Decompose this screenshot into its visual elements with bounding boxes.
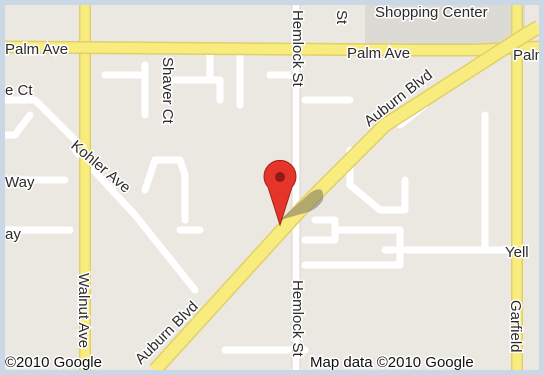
street-label-palm-ave-right: Palm bbox=[513, 47, 539, 64]
street-label-way-left: Way bbox=[5, 174, 35, 191]
frame-border-top bbox=[0, 0, 544, 5]
map-pin-shadow bbox=[280, 189, 324, 220]
street-label-walnut-ave: Walnut Ave bbox=[75, 273, 92, 348]
street-label-yell: Yell bbox=[505, 244, 529, 261]
street-label-garfield: Garfield bbox=[507, 300, 524, 353]
label-shopping-center: Shopping Center bbox=[375, 5, 488, 21]
frame-border-left bbox=[0, 0, 5, 375]
map-viewport[interactable]: Palm Ave Palm Ave Palm Shopping Center e… bbox=[5, 5, 539, 370]
frame-border-right bbox=[539, 0, 544, 375]
frame-border-bottom bbox=[0, 370, 544, 375]
map-pin-icon[interactable] bbox=[263, 159, 297, 227]
street-label-st-top: St bbox=[333, 10, 350, 25]
auburn-blvd-road[interactable] bbox=[150, 21, 539, 370]
map-data-attribution[interactable]: Map data ©2010 Google bbox=[309, 353, 476, 371]
copyright-label: ©2010 Google bbox=[5, 354, 102, 370]
street-label-shaver-ct: Shaver Ct bbox=[159, 57, 176, 125]
minor-roads bbox=[5, 46, 514, 354]
street-label-way-left-2: ay bbox=[5, 226, 21, 243]
street-label-hemlock-st-upper: Hemlock St bbox=[289, 10, 306, 88]
street-label-palm-ave-left: Palm Ave bbox=[5, 41, 68, 58]
street-label-palm-ave-mid: Palm Ave bbox=[347, 45, 410, 62]
shopping-center-area bbox=[365, 5, 525, 55]
street-label-ct-left: e Ct bbox=[5, 82, 33, 99]
palm-ave-road[interactable] bbox=[5, 42, 539, 55]
street-label-hemlock-st-lower: Hemlock St bbox=[289, 280, 306, 358]
map-canvas[interactable]: Palm Ave Palm Ave Palm Shopping Center e… bbox=[5, 5, 539, 370]
